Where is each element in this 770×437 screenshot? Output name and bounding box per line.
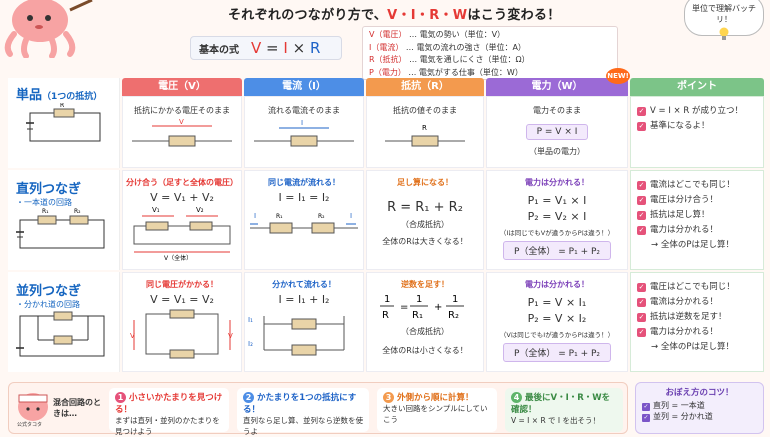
svg-text:R₂: R₂ <box>318 213 325 220</box>
point-series: ✓電流はどこでも同じ！ ✓電圧は分け合う！ ✓抵抗は足し算！ ✓電力は分かれる！… <box>630 170 764 270</box>
steps-intro: 混合回路のときは… <box>53 398 101 418</box>
svg-text:I: I <box>301 119 303 127</box>
svg-text:V: V <box>179 118 184 126</box>
svg-text:R: R <box>422 124 427 132</box>
point-parallel: ✓電圧はどこでも同じ！ ✓電流は分かれる！ ✓抵抗は逆数を足す！ ✓電力は分かれ… <box>630 272 764 372</box>
check-icon: ✓ <box>637 181 646 190</box>
check-icon: ✓ <box>637 196 646 205</box>
column-header-point: ポイント <box>630 78 764 96</box>
voltage-resistor-diagram: V <box>132 118 232 147</box>
svg-text:I: I <box>350 212 352 220</box>
check-icon: ✓ <box>637 283 646 292</box>
svg-text:R: R <box>382 310 389 321</box>
legend-item: I（電流） … 電気の流れの強さ（単位：A） <box>369 42 526 52</box>
row-label-parallel: 並列つなぎ・分かれ道の回路 <box>8 272 120 372</box>
legend-item: V（電圧） … 電気の勢い（単位：V） <box>369 30 506 39</box>
check-icon: ✓ <box>637 107 646 116</box>
unit-legend: V（電圧） … 電気の勢い（単位：V） I（電流） … 電気の流れの強さ（単位：… <box>362 26 618 80</box>
cell-parallel-voltage: 同じ電圧がかかる！ V = V₁ = V₂ VV <box>122 272 242 372</box>
lightbulb-icon <box>719 27 729 40</box>
svg-text:V（全体）: V（全体） <box>164 254 192 262</box>
parallel-circuit-diagram <box>16 311 105 357</box>
check-icon: ✓ <box>637 211 646 220</box>
svg-text:I: I <box>254 212 256 220</box>
svg-text:R₁: R₁ <box>412 310 423 321</box>
resistor-diagram: R <box>385 124 465 147</box>
tip-item: ✓直列 = 一本道 <box>642 401 705 411</box>
check-icon: ✓ <box>637 313 646 322</box>
cell-single-current: 流れる電流そのまま I <box>244 96 364 168</box>
svg-text:R₂: R₂ <box>448 310 459 321</box>
svg-text:1: 1 <box>384 294 390 305</box>
mascot-label: 公式タコタ <box>17 422 43 428</box>
current-resistor-diagram: I <box>254 119 354 147</box>
series-current-diagram: I I R₁ R₂ <box>250 212 358 234</box>
svg-text:R₁: R₁ <box>42 208 49 215</box>
svg-text:+: + <box>434 302 442 313</box>
power-total-box: P（全体） = P₁ + P₂ <box>502 343 612 362</box>
svg-text:=: = <box>400 302 408 313</box>
check-icon: ✓ <box>637 298 646 307</box>
cell-single-voltage: 抵抗にかかる電圧そのまま V <box>122 96 242 168</box>
row-label-single: 単品（1つの抵抗） R <box>8 78 120 168</box>
check-icon: ✓ <box>637 328 646 337</box>
column-header-current: 電流（I） <box>244 78 364 96</box>
parallel-current-diagram: I₁ I₂ <box>248 316 345 356</box>
svg-text:1: 1 <box>452 294 458 305</box>
svg-text:V: V <box>130 332 135 340</box>
legend-item: R（抵抗） … 電気を通しにくさ（単位：Ω） <box>369 55 530 64</box>
memory-tips: おぼえ方のコツ！ ✓直列 = 一本道 ✓並列 = 分かれ道 <box>635 382 764 434</box>
check-icon: ✓ <box>637 226 646 235</box>
tip-item: ✓並列 = 分かれ道 <box>642 412 713 422</box>
cell-single-power: 電力そのまま P = V × I （単品の電力） <box>486 96 628 168</box>
svg-text:1: 1 <box>416 294 422 305</box>
column-header-voltage: 電圧（V） <box>122 78 242 96</box>
svg-text:R: R <box>60 103 64 109</box>
svg-text:I₁: I₁ <box>248 316 253 324</box>
basic-formula: 基本の式 V = I × R <box>190 36 342 60</box>
check-icon: ✓ <box>637 122 646 131</box>
new-badge: NEW! <box>606 68 630 84</box>
cell-single-resistance: 抵抗の値そのまま R <box>366 96 484 168</box>
single-circuit-diagram: R <box>26 102 101 142</box>
power-total-box: P（全体） = P₁ + P₂ <box>502 241 612 260</box>
cell-series-power: 電力は分かれる！ P₁ = V₁ × I P₂ = V₂ × I （Iは同じでも… <box>486 170 628 270</box>
parallel-voltage-diagram: VV <box>130 309 233 359</box>
check-icon: ✓ <box>642 414 650 422</box>
series-circuit-diagram: R₁ R₂ <box>16 208 105 249</box>
point-single: ✓V = I × R が成り立つ！ ✓基準になるよ！ <box>630 96 764 168</box>
series-voltage-diagram: V₁ V₂ V（全体） <box>133 206 231 262</box>
check-icon: ✓ <box>642 403 650 411</box>
cell-series-resistance: 足し算になる！ R = R₁ + R₂ （合成抵抗） 全体のRは大きくなる！ <box>366 170 484 270</box>
octopus-mascot-icon <box>4 0 93 58</box>
column-header-resistance: 抵抗（R） <box>366 78 484 96</box>
svg-text:V₂: V₂ <box>196 206 204 214</box>
cell-parallel-power: 電力は分かれる！ P₁ = V × I₁ P₂ = V × I₂ （Vは同じでも… <box>486 272 628 372</box>
svg-text:I₂: I₂ <box>248 340 253 348</box>
legend-item: P（電力） … 電気がする仕事（単位：W） <box>369 67 523 77</box>
reciprocal-formula: 1R = 1R₁ + 1R₂ <box>380 294 464 321</box>
speech-bubble: 単位で理解バッチリ！ <box>684 0 764 40</box>
column-header-power: 電力（W） <box>486 78 628 96</box>
octopus-mascot-icon <box>18 393 48 421</box>
svg-text:V₁: V₁ <box>152 206 160 214</box>
svg-text:R₂: R₂ <box>74 208 81 215</box>
power-formula: P = V × I <box>525 124 589 140</box>
page-title: それぞれのつながり方で、V・I・R・Wはこう変わる！ <box>228 8 561 23</box>
svg-text:R₁: R₁ <box>276 213 283 220</box>
